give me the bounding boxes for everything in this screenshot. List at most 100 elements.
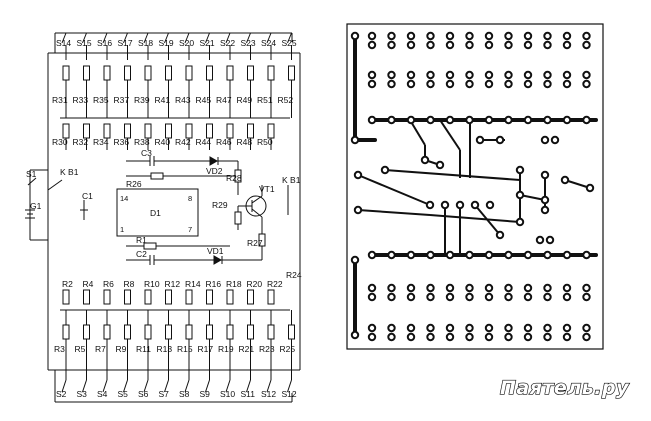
resistor (247, 65, 254, 81)
label-resistor-bottom-row1: R10 (144, 279, 160, 289)
pcb-pad (585, 183, 595, 193)
resistor (103, 289, 111, 305)
resistor (226, 289, 234, 305)
switch-contact (246, 379, 251, 393)
pcb-pad (426, 31, 435, 41)
pcb-pad (465, 115, 474, 125)
label-s1: S1 (26, 169, 37, 179)
pcb-pad (426, 115, 435, 125)
pcb-pad (523, 70, 533, 80)
pcb-pad (484, 31, 494, 41)
label-resistor-top-row1: R33 (73, 95, 89, 105)
pcb-pad (562, 250, 572, 260)
resistor (124, 289, 131, 305)
label-resistor-top-row1: R52 (278, 95, 294, 105)
resistor (267, 123, 275, 139)
pcb-pad (435, 160, 445, 170)
resistor (62, 324, 70, 340)
pcb-pad (350, 31, 360, 41)
watermark: Паятель.ру (500, 377, 630, 399)
label-resistor-bottom-row1: R16 (206, 279, 222, 289)
pcb-pad (543, 332, 552, 342)
pcb-pad (425, 200, 435, 210)
pcb-pad (582, 70, 591, 80)
pcb-pad (582, 283, 591, 293)
pcb-pad (515, 217, 525, 227)
pcb-pad (582, 115, 591, 125)
pcb-pad (367, 31, 377, 41)
pcb-pad (515, 165, 525, 175)
pcb-pad (367, 250, 377, 260)
label-switch-top: S14 (56, 38, 71, 48)
resistor (144, 324, 152, 340)
switch-contact (287, 379, 292, 393)
pcb-pad (465, 40, 474, 50)
pcb-pad (543, 250, 552, 260)
pcb-outline (346, 23, 604, 350)
label-resistor-bottom-row1: R22 (267, 279, 283, 289)
pcb-pad (562, 115, 572, 125)
label-resistor-top-row2: R42 (175, 137, 191, 147)
pcb-pad (562, 283, 572, 293)
label-resistor-bottom-row2: R3 (54, 344, 65, 354)
label-d1: D1 (150, 208, 161, 218)
pcb-pad (445, 31, 455, 41)
resistor (62, 65, 70, 81)
label-resistor-top-row2: R50 (257, 137, 273, 147)
label-c2: C2 (136, 249, 147, 259)
label-resistor-bottom-row1: R2 (62, 279, 73, 289)
pcb-pad (540, 195, 550, 205)
pcb-pad (387, 332, 396, 342)
resistor (124, 324, 131, 340)
label-resistor-bottom-row1: R6 (103, 279, 114, 289)
switch-contact (287, 32, 292, 44)
label-resistor-bottom-row1: R12 (165, 279, 181, 289)
resistor (124, 65, 131, 81)
resistor (226, 65, 234, 81)
label-resistor-top-row2: R34 (93, 137, 109, 147)
label-resistor-top-row1: R39 (134, 95, 150, 105)
switch-contact (164, 32, 169, 44)
label-resistor-top-row1: R41 (155, 95, 171, 105)
pcb-pad (465, 283, 474, 293)
pcb-pad (562, 292, 572, 302)
pcb-pad (380, 165, 390, 175)
pcb-pad (387, 283, 396, 293)
label-switch-bottom: S9 (200, 389, 211, 399)
pcb-pad (387, 79, 396, 89)
pcb-pad (350, 255, 360, 265)
resistor (83, 324, 90, 340)
label-pin14: 14 (120, 194, 128, 203)
pcb-pad (484, 250, 494, 260)
pcb-pad (543, 79, 552, 89)
resistor (288, 324, 295, 340)
pcb-pad (445, 40, 455, 50)
resistor (206, 324, 213, 340)
pcb-pad (523, 115, 533, 125)
pcb-pad (367, 323, 377, 333)
label-resistor-top-row1: R43 (175, 95, 191, 105)
pcb-pad (484, 40, 494, 50)
pcb-pad (426, 250, 435, 260)
pcb-pad (504, 79, 513, 89)
pcb-pad (387, 115, 396, 125)
label-resistor-bottom-row2: R15 (177, 344, 193, 354)
pcb-pad (367, 79, 377, 89)
label-switch-top: S16 (97, 38, 112, 48)
pcb-pad (367, 332, 377, 342)
resistor (267, 289, 275, 305)
pcb-pad (540, 170, 550, 180)
resistor (185, 289, 193, 305)
label-resistor-top-row2: R36 (114, 137, 130, 147)
label-r27: R27 (247, 238, 263, 248)
pcb-pad (562, 332, 572, 342)
pcb-pad (387, 292, 396, 302)
resistor (144, 289, 152, 305)
pcb-layout (346, 23, 604, 350)
label-resistor-top-row1: R45 (196, 95, 212, 105)
pcb-pad (406, 283, 416, 293)
label-resistor-top-row1: R35 (93, 95, 109, 105)
pcb-pad (406, 332, 416, 342)
resistor (62, 289, 70, 305)
pcb-pad (465, 250, 474, 260)
